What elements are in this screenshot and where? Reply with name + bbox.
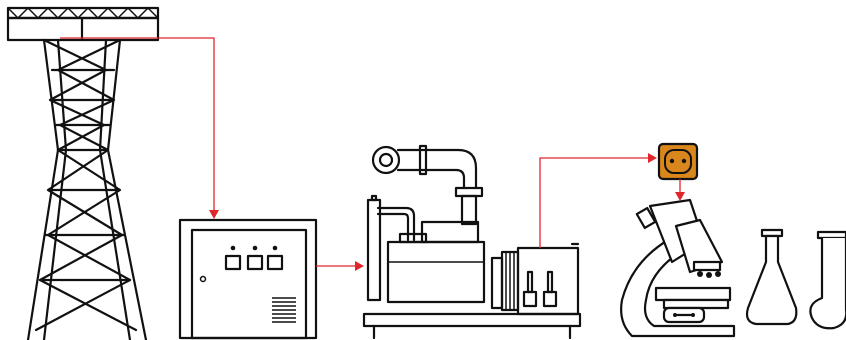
power-socket-icon <box>657 142 699 181</box>
lab-flasks-icon <box>745 228 846 330</box>
electrical-cabinet-icon <box>178 218 318 340</box>
microscope-icon <box>620 198 736 338</box>
flow-connector-socket-microscope <box>675 179 685 201</box>
flow-connector-generator-socket <box>539 153 657 248</box>
transmission-tower-icon <box>6 6 160 340</box>
flow-connector-pylon-cabinet <box>60 37 219 219</box>
flow-connector-cabinet-generator <box>316 261 364 271</box>
generator-machine-icon <box>362 144 582 340</box>
